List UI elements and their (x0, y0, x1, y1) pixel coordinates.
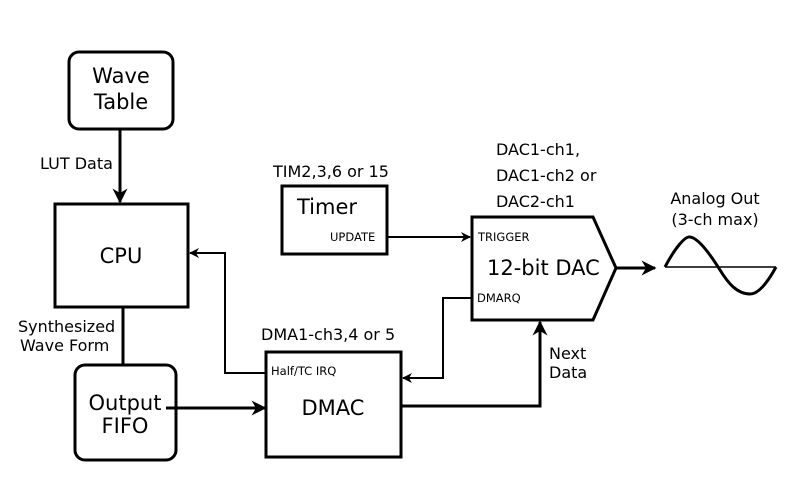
output-fifo-block: Output FIFO (73, 363, 178, 462)
dac-caption-1: DAC1-ch1, (496, 140, 580, 159)
sine-curve (663, 235, 778, 296)
dac-caption-2: DAC1-ch2 or (496, 166, 597, 185)
next-data-label-2: Data (549, 363, 587, 382)
dmac-caption: DMA1-ch3,4 or 5 (261, 325, 395, 344)
dmac-irq-port: Half/TC IRQ (271, 364, 336, 378)
timer-block: Timer UPDATE (280, 184, 389, 256)
analog-out-label-1: Analog Out (670, 189, 759, 208)
lut-data-label: LUT Data (40, 154, 113, 173)
next-data-label-1: Next (549, 344, 586, 363)
analog-out-label-2: (3-ch max) (671, 210, 758, 229)
irq-to-cpu-arrow (189, 248, 266, 374)
synthesized-label-2: Wave Form (20, 336, 109, 355)
dac-caption-3: DAC2-ch1 (496, 192, 575, 211)
timer-caption: TIM2,3,6 or 15 (272, 162, 389, 181)
timer-update-port: UPDATE (330, 230, 375, 244)
output-fifo-box (73, 363, 178, 462)
dac-box (470, 215, 618, 322)
wave-table-label-2: Table (93, 90, 148, 114)
dac-label: 12-bit DAC (487, 256, 600, 280)
sine-wave-icon (663, 235, 778, 296)
synthesized-label-1: Synthesized (18, 317, 115, 336)
timer-box (280, 184, 389, 256)
dac-trigger-port: TRIGGER (477, 230, 530, 244)
dmarq-to-dmac-arrow (402, 297, 472, 383)
dac-block: TRIGGER 12-bit DAC DMARQ (470, 215, 618, 322)
next-data-arrow (401, 320, 548, 408)
dmac-box (264, 350, 403, 459)
wave-table-label-1: Wave (92, 64, 150, 88)
dmac-block: Half/TC IRQ DMAC (264, 350, 403, 459)
cpu-block: CPU (53, 202, 190, 309)
dmac-label: DMAC (302, 396, 365, 420)
timer-label: Timer (296, 195, 357, 219)
cpu-label: CPU (100, 244, 143, 268)
output-fifo-label-2: FIFO (102, 414, 149, 438)
dac-dmarq-port: DMARQ (477, 291, 521, 305)
output-fifo-label-1: Output (89, 391, 162, 415)
cpu-box (53, 202, 190, 309)
wave-table-block: Wave Table (67, 50, 175, 131)
